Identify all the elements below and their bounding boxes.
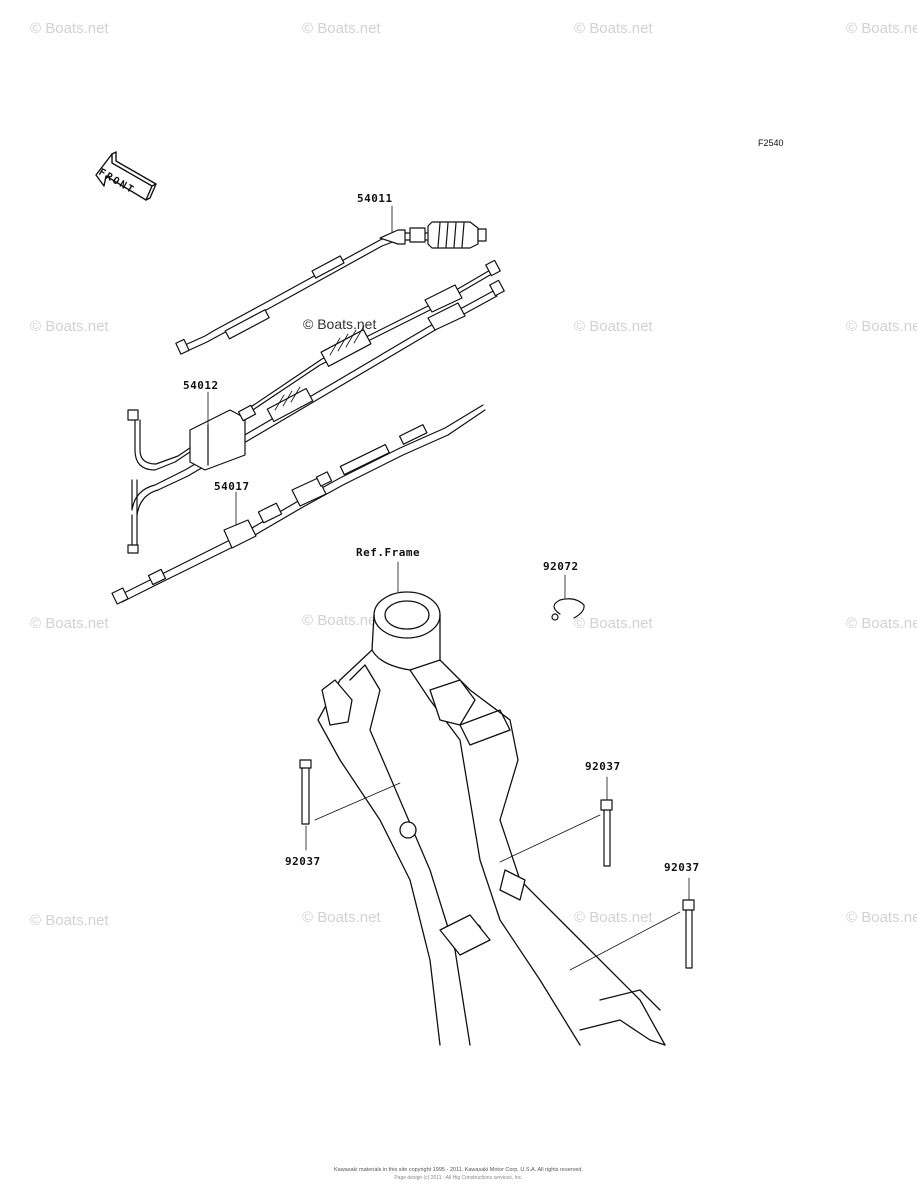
copyright-line: Kawasaki materials in this site copyrigh…: [333, 1167, 584, 1173]
watermark: © Boats.net: [846, 615, 917, 632]
watermark: © Boats.net: [30, 615, 109, 632]
watermark: © Boats.net: [30, 318, 109, 335]
watermark: © Boats.net: [846, 909, 917, 926]
design-credit-line: Page design (c) 2011 - All Hig Construct…: [394, 1175, 523, 1181]
watermark: © Boats.net: [302, 612, 381, 629]
part-label-92037-mid[interactable]: 92037: [585, 760, 621, 773]
diagram-code: F2540: [758, 138, 784, 148]
watermark: © Boats.net: [574, 909, 653, 926]
part-label-92037-right[interactable]: 92037: [664, 861, 700, 874]
band-92037-right: [569, 877, 695, 971]
watermark: © Boats.net: [30, 20, 109, 37]
watermark: © Boats.net: [302, 20, 381, 37]
cable-54011: [175, 205, 487, 355]
watermark: © Boats.net: [846, 20, 917, 37]
watermark: © Boats.net: [574, 318, 653, 335]
part-label-54017[interactable]: 54017: [214, 480, 250, 493]
watermark: © Boats.net: [302, 909, 381, 926]
watermark: © Boats.net: [30, 912, 109, 929]
part-label-92072[interactable]: 92072: [543, 560, 579, 573]
part-label-54011[interactable]: 54011: [357, 192, 393, 205]
watermark: © Boats.net: [303, 316, 377, 332]
band-92037-left: [299, 759, 401, 851]
motorcycle-frame: [317, 591, 666, 1046]
clamp-92072: [551, 574, 585, 621]
cable-54012: [127, 259, 505, 554]
watermark: © Boats.net: [846, 318, 917, 335]
part-label-92037-left[interactable]: 92037: [285, 855, 321, 868]
ref-frame-label: Ref.Frame: [356, 546, 421, 559]
watermark: © Boats.net: [574, 615, 653, 632]
part-label-54012[interactable]: 54012: [183, 379, 219, 392]
front-arrow-icon: [95, 151, 157, 201]
watermark: © Boats.net: [574, 20, 653, 37]
cable-54017: [111, 404, 486, 605]
band-92037-mid: [499, 776, 613, 867]
